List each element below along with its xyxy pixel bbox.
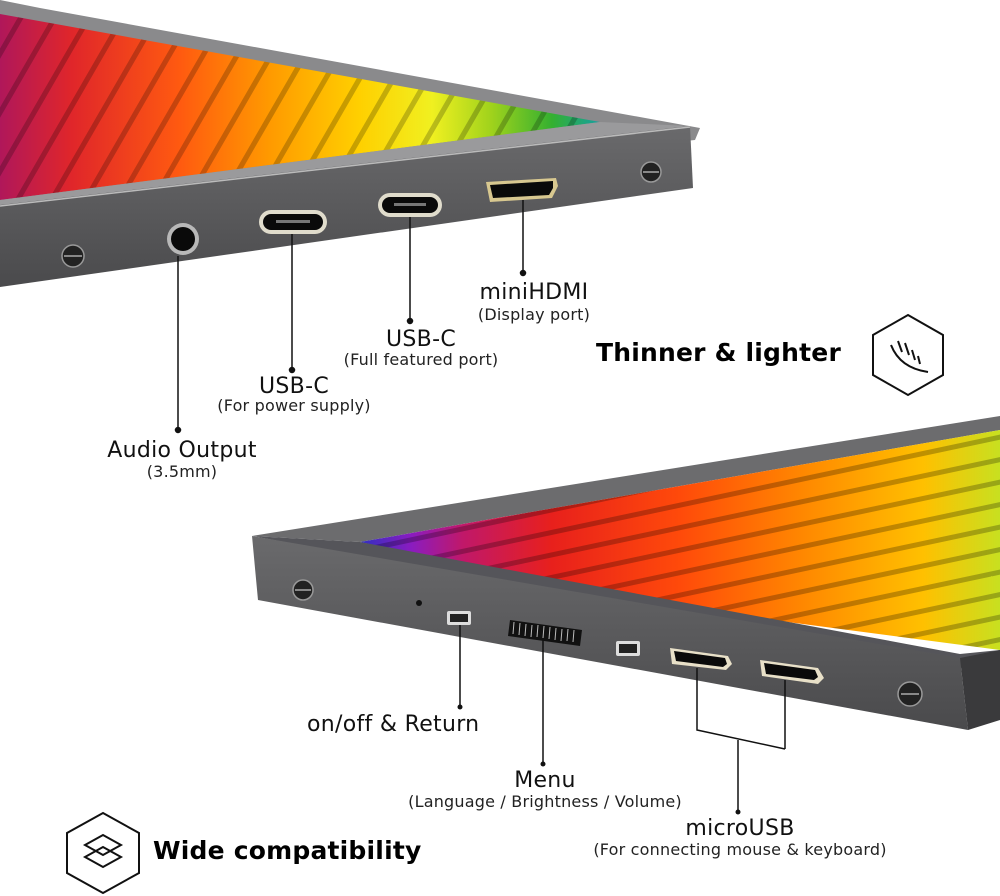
usbc-full-sublabel: (Full featured port) bbox=[343, 350, 499, 369]
bottom-monitor bbox=[252, 416, 1000, 730]
microusb-sublabel: (For connecting mouse & keyboard) bbox=[593, 840, 887, 859]
screw-icon bbox=[897, 681, 923, 707]
feature-thinner-lighter: Thinner & lighter bbox=[596, 338, 841, 367]
screw-icon bbox=[61, 244, 85, 268]
usb-c-port-icon bbox=[378, 193, 442, 217]
feather-hexagon-icon bbox=[872, 313, 944, 397]
power-switch-icon bbox=[447, 611, 471, 625]
audio-output-sublabel: (3.5mm) bbox=[146, 462, 218, 481]
microusb-label: microUSB bbox=[685, 816, 795, 841]
usbc-power-label: USB-C bbox=[259, 374, 329, 399]
menu-wheel-icon bbox=[508, 620, 582, 646]
indicator-light-icon bbox=[416, 600, 422, 606]
audio-jack-icon bbox=[167, 223, 199, 255]
menu-sublabel: (Language / Brightness / Volume) bbox=[408, 792, 682, 811]
menu-label: Menu bbox=[514, 768, 576, 793]
leader-lines-top bbox=[174, 200, 527, 434]
usbc-full-label: USB-C bbox=[386, 327, 456, 352]
usbc-power-sublabel: (For power supply) bbox=[217, 396, 371, 415]
mini-hdmi-port-icon bbox=[670, 648, 732, 670]
mini-hdmi-port-icon bbox=[760, 660, 824, 684]
screw-icon bbox=[292, 579, 314, 601]
leader-lines-bottom bbox=[459, 625, 786, 812]
power-label: on/off & Return bbox=[307, 712, 480, 737]
mini-hdmi-port-icon bbox=[486, 178, 558, 202]
minihdmi-label: miniHDMI bbox=[479, 280, 589, 305]
leader-dots bbox=[457, 704, 741, 815]
screw-icon bbox=[640, 161, 662, 183]
feature-wide-compatibility: Wide compatibility bbox=[153, 836, 422, 865]
top-monitor bbox=[0, 0, 700, 287]
audio-output-label: Audio Output bbox=[107, 438, 257, 463]
micro-usb-port-icon bbox=[616, 641, 640, 656]
layers-hexagon-icon bbox=[66, 811, 140, 895]
usb-c-port-icon bbox=[259, 210, 327, 234]
minihdmi-sublabel: (Display port) bbox=[477, 305, 591, 324]
